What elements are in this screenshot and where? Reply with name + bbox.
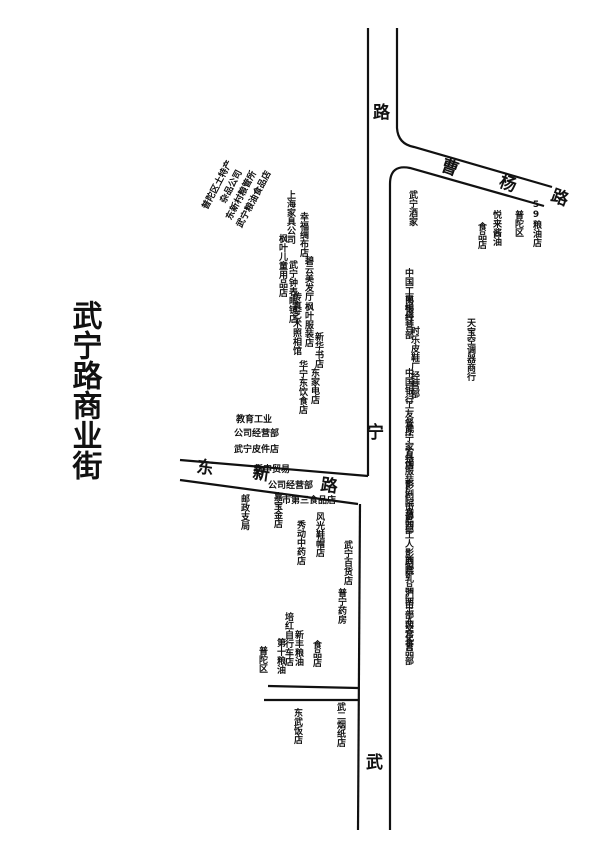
shop-label: 嘉宝金店 xyxy=(272,491,284,529)
shop-label: 中国工商银行 xyxy=(403,267,415,323)
shop-label: 公司经营部 xyxy=(268,479,313,491)
shop-label: 普宁药房 xyxy=(336,587,347,625)
shop-label: 枫叶服装店 xyxy=(303,301,315,348)
shop-label: 风光鞋帽店 xyxy=(314,512,326,558)
shop-label: 新华书店 xyxy=(313,331,324,369)
road-label-dongxin-2: 新 xyxy=(251,462,271,485)
shop-label: 公司经营部 xyxy=(234,427,279,439)
shop-label: 枫叶儿童用品店 xyxy=(277,233,289,298)
shop-label: 武宁家具店 xyxy=(403,423,415,470)
shops-left-upper: 上海家具公司 幸福绸布店 枫叶儿童用品店 武宁钟表眼镜店 碧云美发厅 传真艺术照… xyxy=(277,189,324,415)
shop-label: 秀动中药店 xyxy=(295,519,307,566)
shop-label: 武宁酒家 xyxy=(407,189,418,227)
caoyang-road-lower-edge xyxy=(388,166,545,830)
shop-label: 普陀区 xyxy=(513,209,524,237)
road-label-caoyang-1: 曹 xyxy=(438,156,461,181)
shop-label: 东家电店 xyxy=(309,367,320,405)
shop-label: 沪西工人文化宫 xyxy=(403,587,415,652)
shop-block-topleft: 普陀区土特产 杂品公司 东新村粮管所 武宁粮油食品店 xyxy=(199,158,274,230)
shop-label: 市第三食品店 xyxy=(282,494,336,506)
main-road-right-edge-upper xyxy=(395,28,553,189)
shop-label: 中国银行 xyxy=(403,367,415,405)
shop-label: 武宁皮件店 xyxy=(234,443,279,455)
shop-label: 西宫乳品门市部 xyxy=(403,556,414,620)
shop-label: 新申贸易 xyxy=(254,463,290,475)
shop-label: 时乐皮鞋厂经营部 xyxy=(409,325,421,399)
shop-label: 西宫食品部 xyxy=(403,620,415,666)
shop-label: 第十粮油 xyxy=(275,637,286,675)
shops-left-middle: 教育工业 公司经营部 武宁皮件店 新申贸易 公司经营部 市第三食品店 xyxy=(234,413,336,506)
shop-label: 上海家具公司 xyxy=(285,189,297,245)
shop-label: 培红自行车店 xyxy=(283,611,295,667)
shops-right-extra: 天宝空调器商行 xyxy=(465,318,477,382)
shop-label: 悦来酱油 xyxy=(491,209,503,247)
shop-label: 武二烟纸店 xyxy=(335,701,346,748)
shop-label: 影剧院食品部 xyxy=(403,480,415,535)
road-label-caoyang-2: 杨 xyxy=(496,171,519,197)
shop-label: 万福服装厂门市部 xyxy=(403,448,415,521)
map-title: 武宁路商业街 xyxy=(67,300,104,480)
shop-label: 邮政支局 xyxy=(239,493,251,531)
shop-label: 碧云美发厅 xyxy=(303,255,315,302)
road-label-dongxin-1: 东 xyxy=(195,456,215,479)
shop-label: 沪西工人影剧院 xyxy=(403,511,415,576)
shop-label: 电梯经营部 xyxy=(403,293,414,340)
dongxin-road-upper-edge xyxy=(179,458,369,478)
shop-label: 武宁钟表眼镜店 xyxy=(287,259,299,324)
shop-label: 新丰粮油 xyxy=(293,629,304,667)
shop-label: 传真艺术照相馆 xyxy=(291,291,303,356)
shop-label: 59粮油店 xyxy=(531,200,542,248)
shop-label: 天宝空调器商行 xyxy=(465,318,477,382)
road-label-main-middle: 宁 xyxy=(367,422,384,443)
shop-label: 幸福绸布店 xyxy=(298,211,310,258)
shop-label: 食品店 xyxy=(311,639,323,668)
road-label-caoyang-3: 路 xyxy=(548,185,572,211)
road-label-dongxin-3: 路 xyxy=(319,474,340,497)
shop-label: 工友餐厅 xyxy=(403,400,415,437)
main-road-left-edge-lower xyxy=(356,503,362,831)
dongxin-road-lower-edge xyxy=(179,478,359,506)
shop-label: 食品店 xyxy=(476,221,488,250)
shop-label: 武宁百货店 xyxy=(342,539,353,586)
road-label-main-upper: 路 xyxy=(373,102,391,123)
shop-label: 东武饭店 xyxy=(292,707,304,745)
side-road-stub xyxy=(267,684,359,690)
shop-label: 教育工业 xyxy=(235,413,272,425)
shops-left-lower: 邮政支局 嘉宝金店 秀动中药店 风光鞋帽店 武宁百货店 普宁药房 培红自行车店 … xyxy=(239,491,353,748)
shop-label: 华宁东饮食店 xyxy=(297,359,309,415)
shops-right: 武宁酒家 悦来酱油 食品店 普陀区 59粮油店 中国工商银行 电梯经营部 时乐皮… xyxy=(403,189,542,666)
road-lines xyxy=(179,28,553,831)
road-label-main-lower: 武 xyxy=(366,752,383,773)
shop-label: 普陀区 xyxy=(257,645,268,673)
